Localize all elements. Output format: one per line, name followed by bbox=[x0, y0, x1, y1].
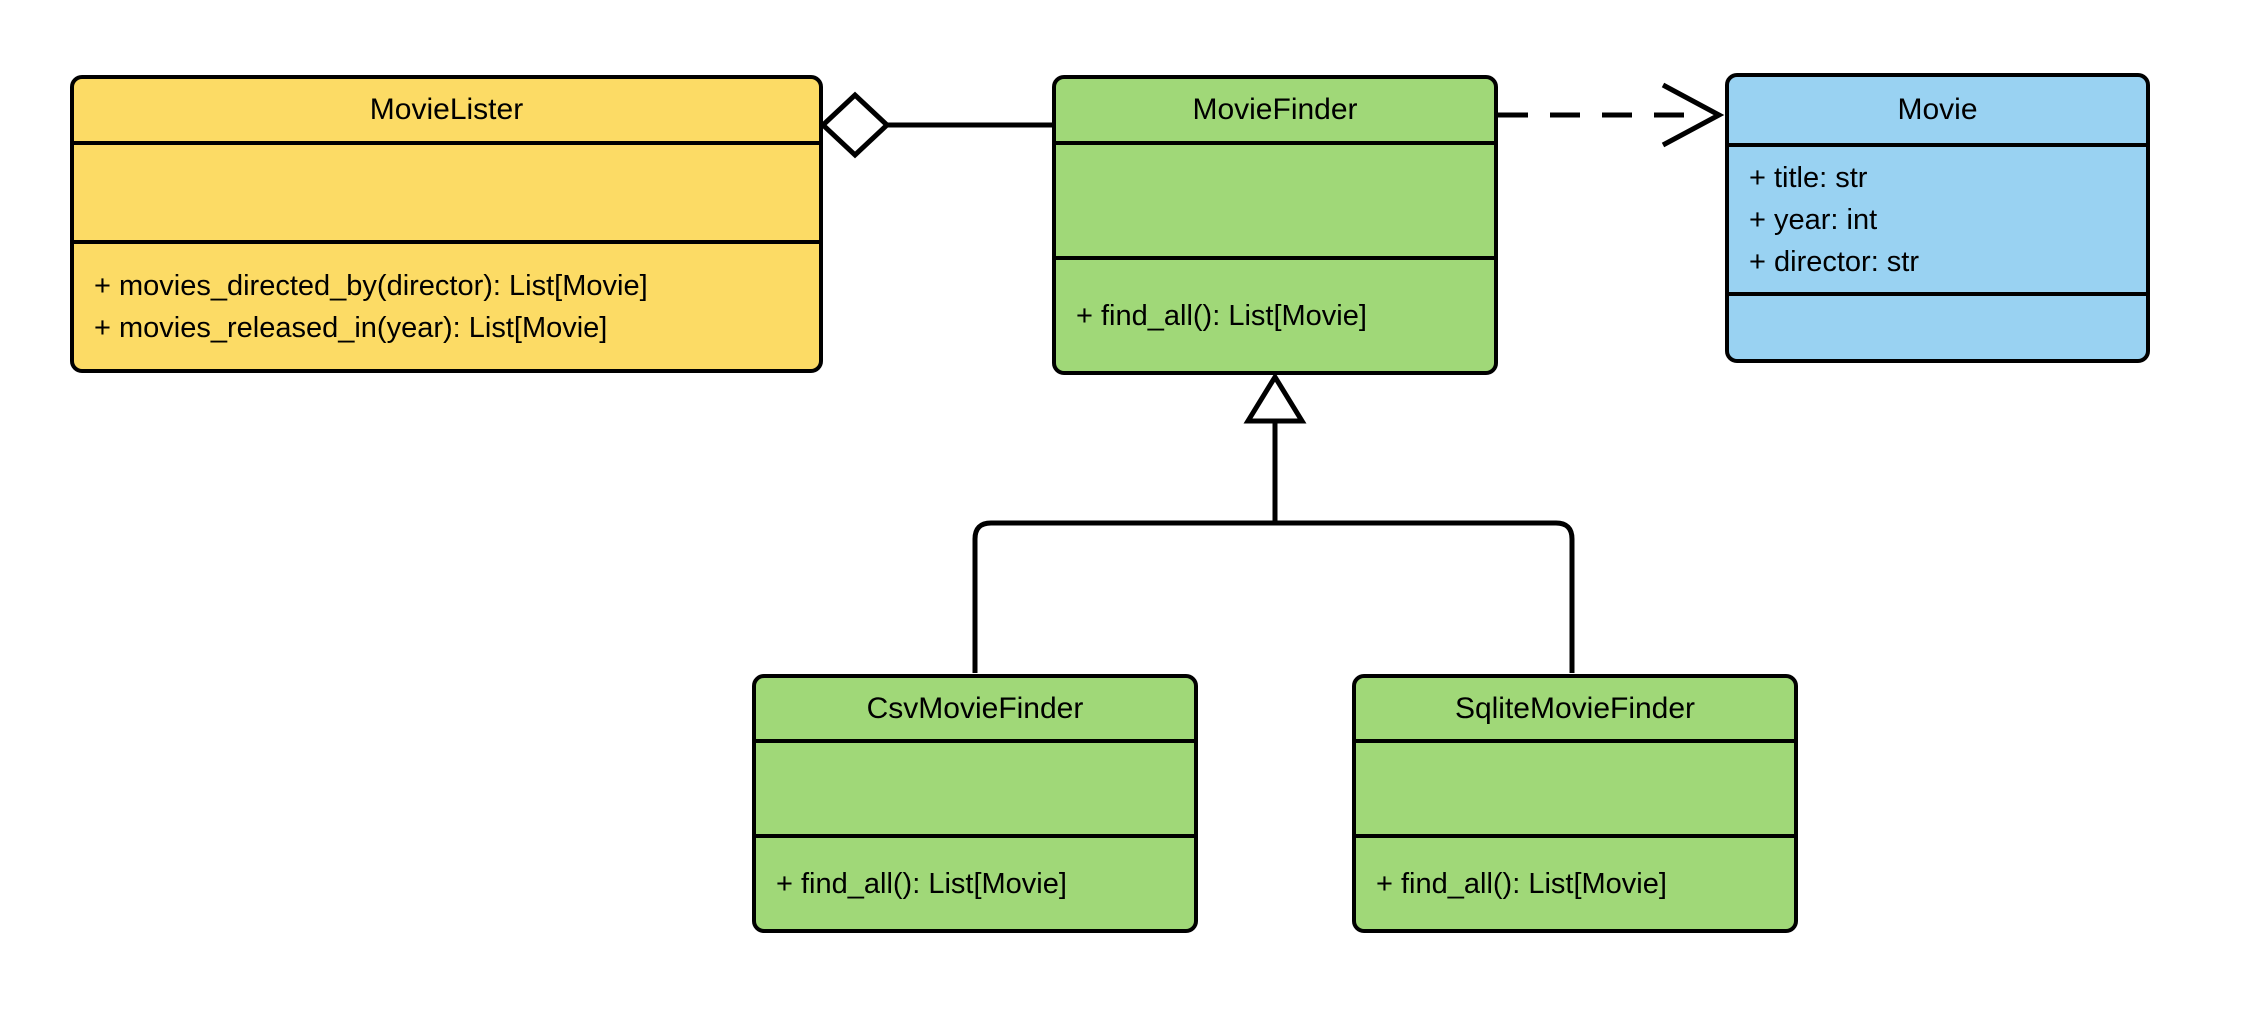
attributes-section bbox=[74, 145, 819, 244]
class-name: SqliteMovieFinder bbox=[1356, 678, 1794, 743]
hollow-triangle-marker bbox=[1243, 372, 1307, 424]
class-sqlite-movie-finder: SqliteMovieFinder + find_all(): List[Mov… bbox=[1352, 674, 1798, 933]
class-movie: Movie + title: str + year: int + directo… bbox=[1725, 73, 2150, 363]
generalization-connector bbox=[972, 372, 1575, 673]
class-movie-finder: MovieFinder + find_all(): List[Movie] bbox=[1052, 75, 1498, 375]
attribute-row: + title: str bbox=[1749, 161, 1868, 194]
method-row: + movies_directed_by(director): List[Mov… bbox=[94, 269, 648, 302]
class-movie-lister: MovieLister + movies_directed_by(directo… bbox=[70, 75, 823, 373]
attribute-row: + director: str bbox=[1749, 245, 1920, 278]
method-row: + find_all(): List[Movie] bbox=[1076, 299, 1367, 332]
methods-section: + find_all(): List[Movie] bbox=[1056, 260, 1494, 371]
method-row: + movies_released_in(year): List[Movie] bbox=[94, 311, 608, 344]
attributes-section: + title: str + year: int + director: str bbox=[1729, 147, 2146, 296]
method-row: + find_all(): List[Movie] bbox=[776, 867, 1067, 900]
attributes-section bbox=[1056, 145, 1494, 260]
attributes-section bbox=[1356, 743, 1794, 838]
attributes-section bbox=[756, 743, 1194, 838]
hollow-diamond-marker bbox=[819, 91, 891, 159]
methods-section: + find_all(): List[Movie] bbox=[756, 838, 1194, 929]
class-name: MovieLister bbox=[74, 79, 819, 145]
aggregation-connector bbox=[819, 91, 1052, 159]
class-name: MovieFinder bbox=[1056, 79, 1494, 145]
attribute-row: + year: int bbox=[1749, 203, 1878, 236]
open-arrowhead-marker bbox=[1661, 82, 1725, 148]
methods-section: + movies_directed_by(director): List[Mov… bbox=[74, 244, 819, 369]
dependency-connector bbox=[1498, 82, 1725, 148]
class-name: CsvMovieFinder bbox=[756, 678, 1194, 743]
methods-section: + find_all(): List[Movie] bbox=[1356, 838, 1794, 929]
class-csv-movie-finder: CsvMovieFinder + find_all(): List[Movie] bbox=[752, 674, 1198, 933]
method-row: + find_all(): List[Movie] bbox=[1376, 867, 1667, 900]
methods-section bbox=[1729, 296, 2146, 359]
class-name: Movie bbox=[1729, 77, 2146, 147]
